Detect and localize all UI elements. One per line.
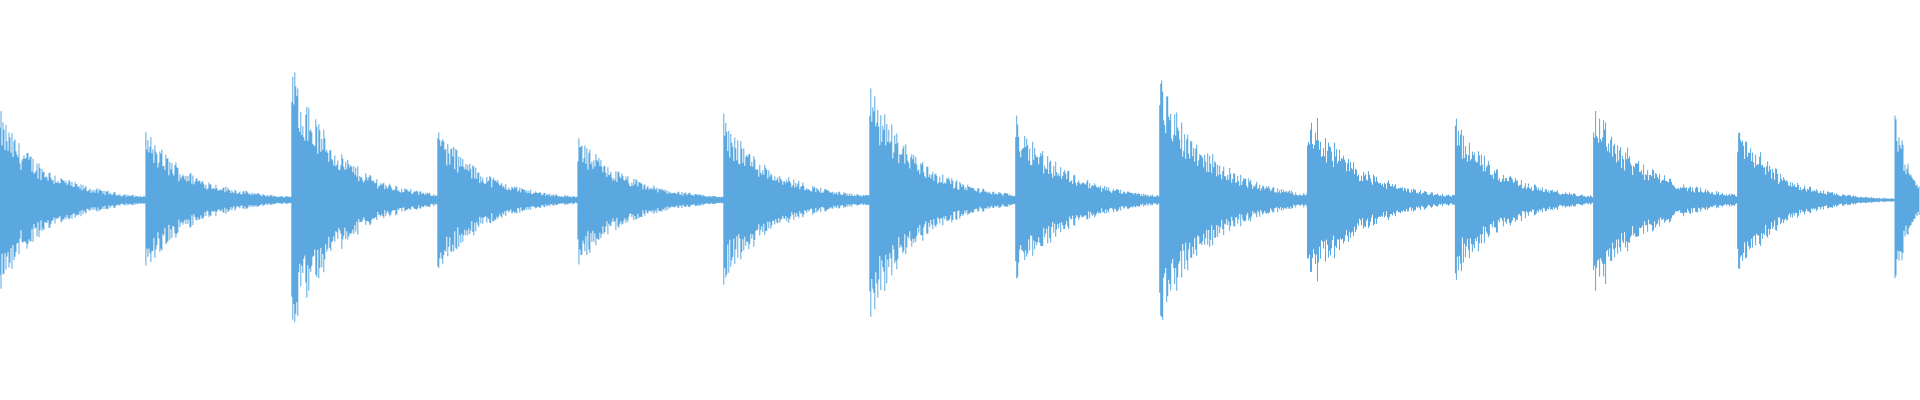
waveform-layer [0,72,1920,323]
waveform-transient [1737,132,1907,269]
waveform-transient [1894,115,1920,279]
